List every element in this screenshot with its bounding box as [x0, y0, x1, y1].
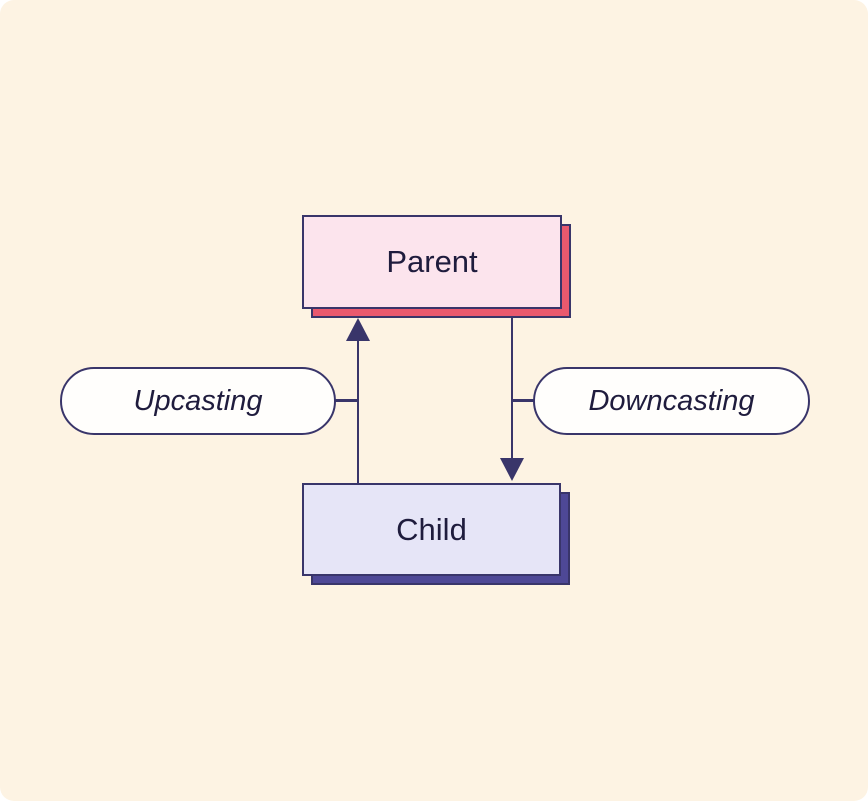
child-node-face: Child	[302, 483, 561, 576]
downcasting-arrowhead-icon	[500, 458, 524, 481]
child-node-label: Child	[396, 511, 467, 547]
downcasting-label: Downcasting	[588, 384, 755, 417]
child-node: Child	[302, 483, 570, 585]
upcasting-arrowhead-icon	[346, 318, 370, 341]
upcasting-label: Upcasting	[133, 384, 263, 417]
downcasting-arrow-line	[510, 318, 513, 459]
downcasting-label-pill: Downcasting	[533, 367, 810, 435]
downcasting-label-connector	[512, 399, 535, 402]
upcasting-arrow-line	[356, 338, 359, 483]
upcasting-label-connector	[334, 399, 358, 402]
parent-node: Parent	[302, 215, 571, 318]
upcasting-label-pill: Upcasting	[60, 367, 336, 435]
parent-node-face: Parent	[302, 215, 562, 309]
parent-node-label: Parent	[386, 244, 478, 279]
